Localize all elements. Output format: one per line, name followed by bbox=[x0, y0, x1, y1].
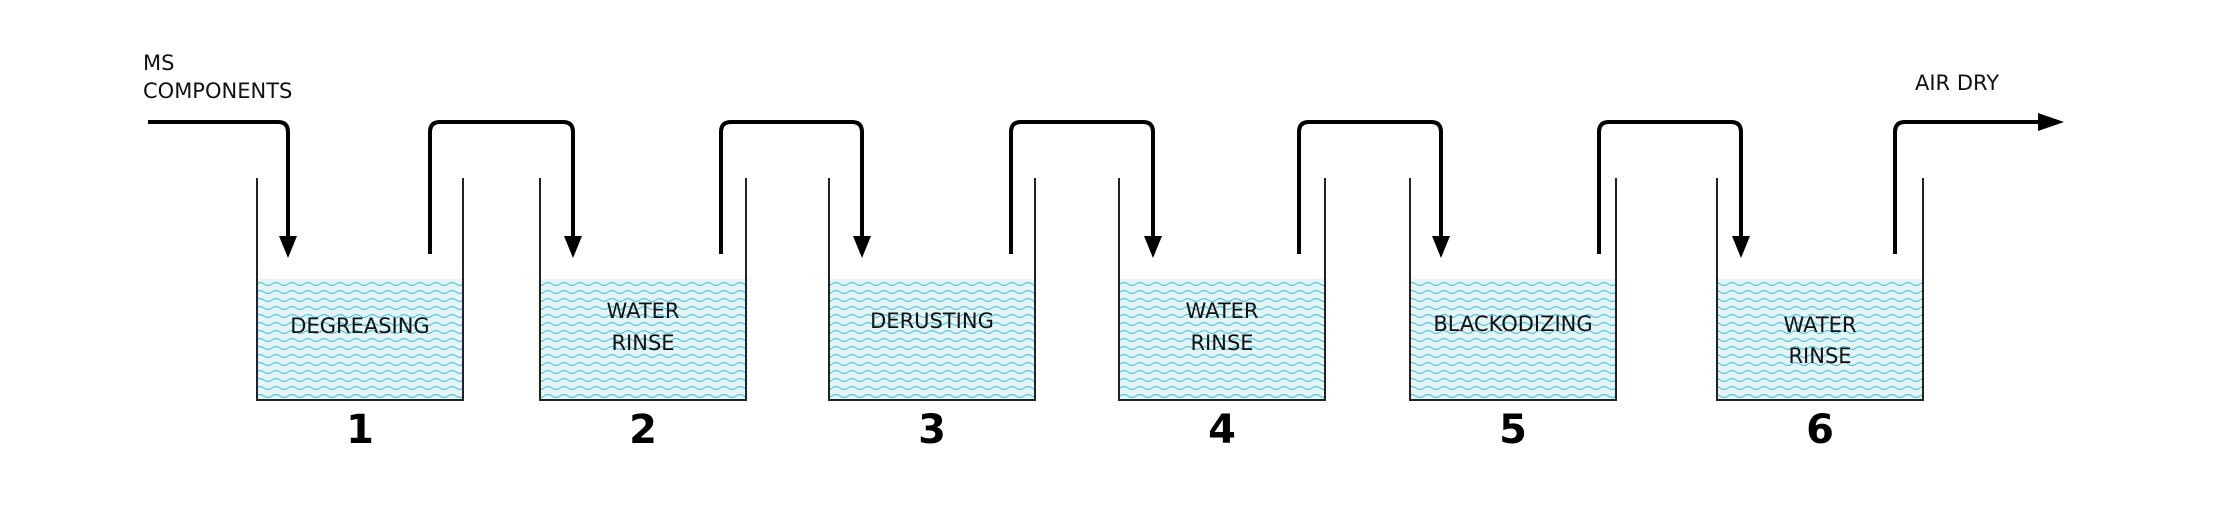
tank-walls bbox=[828, 178, 1036, 401]
tank-label: DERUSTING bbox=[870, 309, 994, 333]
tank-label: DEGREASING bbox=[290, 314, 429, 338]
tanks-layer: DEGREASING 1 WATER RINSE 2 DERUSTING 3 WATER RIN… bbox=[256, 178, 1924, 453]
transfer-flow-arrow bbox=[428, 120, 575, 254]
arrow-head bbox=[279, 236, 297, 258]
tank-label: RINSE bbox=[1788, 344, 1851, 368]
input-label-line-2: COMPONENTS bbox=[143, 79, 292, 103]
tank-walls bbox=[1716, 178, 1924, 401]
arrow-head bbox=[2038, 113, 2064, 131]
tank-number: 5 bbox=[1499, 407, 1527, 453]
input-label-line-1: MS bbox=[143, 51, 174, 75]
output-flow-arrow bbox=[1893, 120, 2044, 254]
tank-water-waves bbox=[1717, 279, 1923, 400]
tank-label: RINSE bbox=[1190, 331, 1253, 355]
tank-walls bbox=[539, 178, 747, 401]
transfer-flow-arrow bbox=[719, 120, 864, 254]
tank-2: WATER RINSE 2 bbox=[539, 178, 747, 453]
tank-water-waves bbox=[829, 279, 1035, 400]
tank-water-waves bbox=[540, 279, 746, 400]
tank-water-waves bbox=[1119, 279, 1325, 400]
flow-layer bbox=[148, 113, 2064, 258]
transfer-flow-arrow bbox=[1009, 120, 1155, 254]
tank-walls bbox=[1118, 178, 1326, 401]
arrow-head bbox=[564, 236, 582, 258]
transfer-flow-arrow bbox=[1297, 120, 1443, 254]
tank-label: WATER bbox=[1783, 313, 1856, 337]
tank-label: RINSE bbox=[611, 331, 674, 355]
tank-number: 1 bbox=[346, 407, 374, 453]
tank-3: DERUSTING 3 bbox=[828, 178, 1036, 453]
transfer-flow-arrow bbox=[1597, 120, 1743, 254]
tank-water-waves bbox=[1410, 279, 1616, 400]
tank-label: BLACKODIZING bbox=[1433, 312, 1592, 336]
tank-walls bbox=[1409, 178, 1617, 401]
tank-water-waves bbox=[257, 279, 463, 400]
tank-label: WATER bbox=[606, 299, 679, 323]
tank-4: WATER RINSE 4 bbox=[1118, 178, 1326, 453]
tank-number: 6 bbox=[1806, 407, 1834, 453]
tank-6: WATER RINSE 6 bbox=[1716, 178, 1924, 453]
output-label: AIR DRY bbox=[1915, 71, 1999, 95]
input-flow-arrow bbox=[148, 120, 290, 238]
arrow-head bbox=[1432, 236, 1450, 258]
tank-5: BLACKODIZING 5 bbox=[1409, 178, 1617, 453]
arrow-head bbox=[1732, 236, 1750, 258]
tank-number: 2 bbox=[629, 407, 657, 453]
tank-1: DEGREASING 1 bbox=[256, 178, 464, 453]
arrow-head bbox=[1144, 236, 1162, 258]
tank-number: 4 bbox=[1208, 407, 1236, 453]
arrow-head bbox=[853, 236, 871, 258]
tank-label: WATER bbox=[1185, 299, 1258, 323]
tank-number: 3 bbox=[918, 407, 946, 453]
tank-walls bbox=[256, 178, 464, 401]
